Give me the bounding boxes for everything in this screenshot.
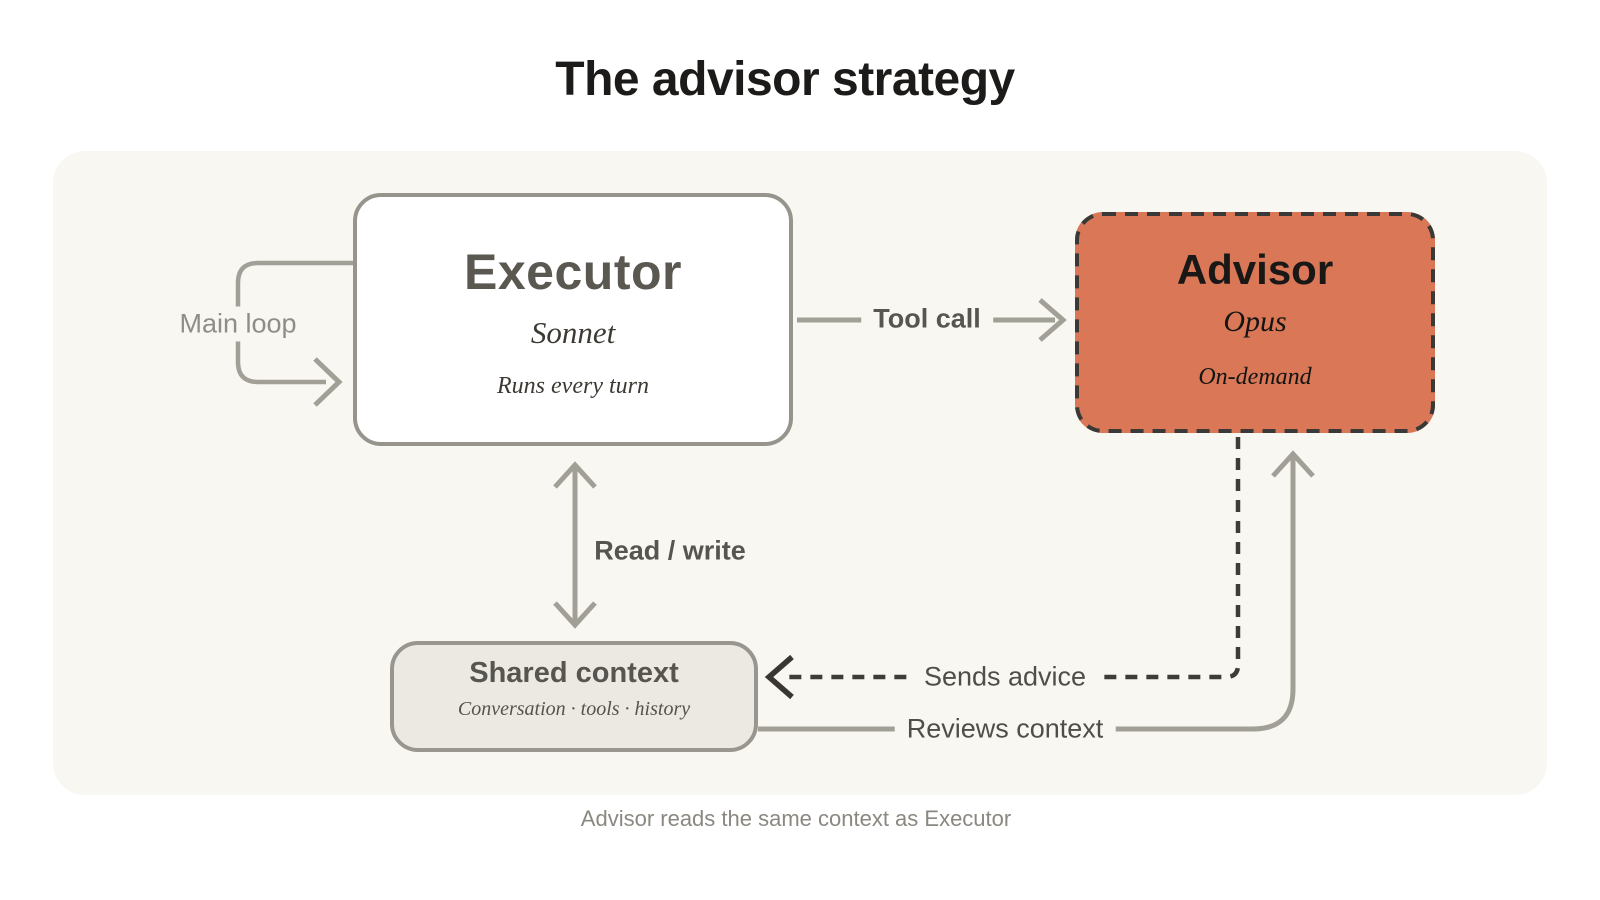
reviews-context-label: Reviews context bbox=[894, 711, 1116, 747]
page-title: The advisor strategy bbox=[555, 53, 1015, 106]
executor-title: Executor bbox=[464, 244, 682, 300]
executor-model: Sonnet bbox=[530, 315, 616, 350]
advisor-note: On-demand bbox=[1198, 364, 1312, 390]
advisor-dashed-border bbox=[1075, 212, 1435, 433]
main-loop-label: Main loop bbox=[167, 306, 309, 342]
shared-context-subtitle: Conversation · tools · history bbox=[457, 698, 691, 720]
sends-advice-label: Sends advice bbox=[911, 659, 1099, 695]
diagram-caption: Advisor reads the same context as Execut… bbox=[580, 806, 1012, 831]
executor-node: Executor Sonnet Runs every turn bbox=[353, 193, 793, 446]
advisor-model: Opus bbox=[1223, 305, 1287, 338]
advisor-title: Advisor bbox=[1176, 246, 1334, 293]
tool-call-label: Tool call bbox=[861, 301, 993, 337]
executor-note: Runs every turn bbox=[497, 373, 649, 399]
advisor-node: Advisor Opus On-demand bbox=[1075, 212, 1435, 433]
shared-context-node: Shared context Conversation · tools · hi… bbox=[390, 641, 758, 752]
shared-context-title: Shared context bbox=[469, 657, 679, 689]
read-write-label: Read / write bbox=[582, 533, 758, 569]
